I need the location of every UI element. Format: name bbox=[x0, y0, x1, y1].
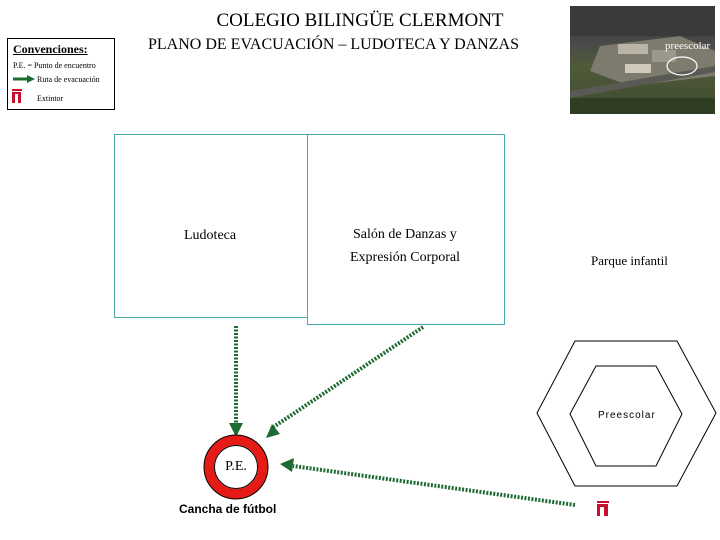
label-preescolar: Preescolar bbox=[598, 410, 656, 421]
room-salon-danzas bbox=[307, 134, 505, 325]
meeting-point-ring bbox=[204, 435, 268, 499]
page-subtitle: PLANO DE EVACUACIÓN – LUDOTECA Y DANZAS bbox=[148, 36, 519, 53]
route-ludoteca-arrowhead bbox=[229, 423, 243, 437]
label-parque-infantil: Parque infantil bbox=[591, 253, 668, 268]
preescolar-inner-hexagon bbox=[569, 365, 683, 467]
meeting-point-outline-outer bbox=[203, 434, 269, 500]
caption-cancha-futbol: Cancha de fútbol bbox=[179, 502, 277, 516]
legend-extinguisher: Extintor bbox=[37, 94, 64, 103]
legend-box: Convenciones: P.E. = Punto de encuentro … bbox=[7, 38, 115, 110]
route-salon-arrowhead bbox=[266, 424, 280, 438]
room-ludoteca bbox=[114, 134, 310, 318]
extinguisher-icon bbox=[12, 89, 22, 103]
meeting-point-label: P.E. bbox=[225, 459, 247, 474]
route-salon bbox=[270, 325, 425, 430]
aerial-photo-graphic bbox=[570, 6, 715, 114]
green-arrow-icon bbox=[13, 75, 35, 83]
route-preescolar bbox=[292, 464, 576, 507]
legend-route: Ruta de evacuación bbox=[37, 75, 100, 84]
extinguisher-icon bbox=[597, 501, 609, 516]
aerial-photo: preescolar bbox=[570, 6, 715, 114]
meeting-point-outline-inner bbox=[214, 445, 258, 489]
label-ludoteca: Ludoteca bbox=[184, 228, 237, 243]
route-preescolar-arrowhead bbox=[280, 458, 294, 472]
label-salon-line2: Expresión Corporal bbox=[350, 250, 461, 265]
photo-label: preescolar bbox=[665, 40, 711, 52]
page-title: COLEGIO BILINGÜE CLERMONT bbox=[216, 10, 504, 31]
label-salon-line1: Salón de Danzas y bbox=[353, 227, 457, 242]
legend-meeting-point: P.E. = Punto de encuentro bbox=[13, 61, 96, 70]
legend-heading: Convenciones: bbox=[13, 42, 88, 56]
preescolar-outer-hexagon bbox=[536, 340, 717, 487]
